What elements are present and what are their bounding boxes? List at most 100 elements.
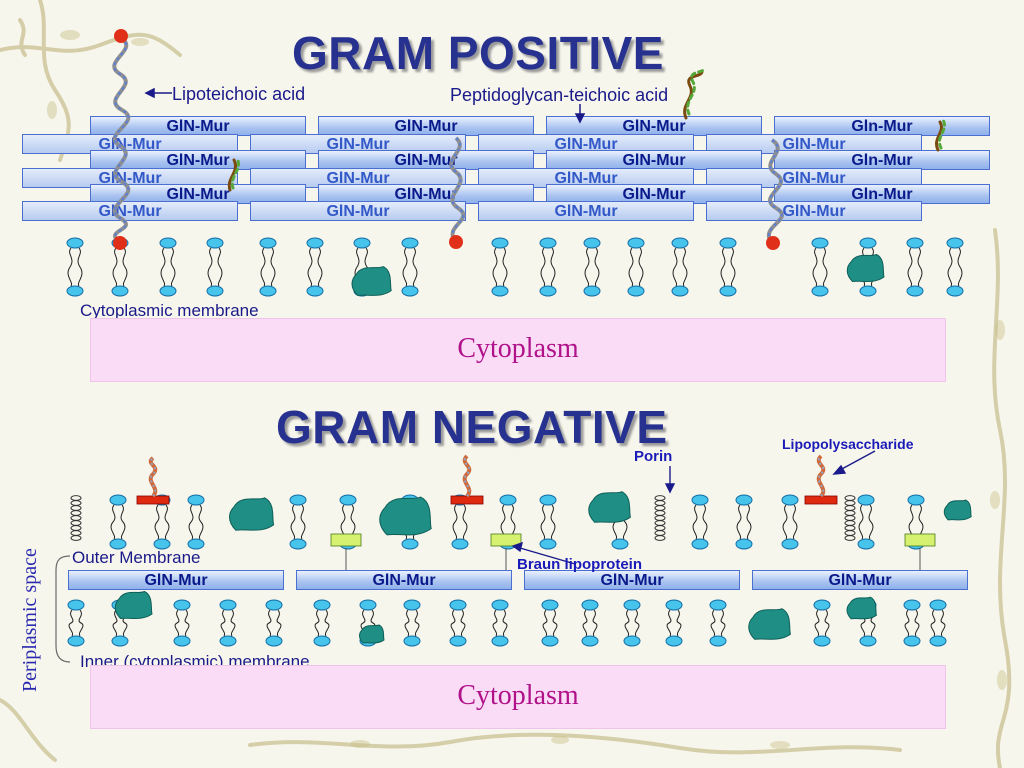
- porin-label: Porin: [634, 448, 673, 465]
- layer-label: GlN-Mur: [394, 152, 458, 169]
- glcnac-murnac-layer: GlN-Mur: [706, 168, 922, 188]
- glcnac-murnac-layer: GlN-Mur: [250, 168, 466, 188]
- phospholipid-icon: [583, 237, 601, 297]
- porin-icon: [654, 495, 666, 541]
- phospholipid-icon: [109, 494, 127, 550]
- peptidoglycan-teichoic-acid-label: Peptidoglycan-teichoic acid: [450, 85, 669, 105]
- layer-label: GlN-Mur: [326, 203, 390, 220]
- glcnac-murnac-layer: GlN-Mur: [318, 116, 534, 136]
- lps-chain-icon: [148, 456, 158, 498]
- phospholipid-icon: [67, 599, 85, 647]
- phospholipid-icon: [719, 237, 737, 297]
- phospholipid-icon: [401, 237, 419, 297]
- phospholipid-icon: [671, 237, 689, 297]
- phospholipid-icon: [539, 494, 557, 550]
- phospholipid-icon: [187, 494, 205, 550]
- layer-label: GlN-Mur: [326, 170, 390, 187]
- phospholipid-icon: [491, 237, 509, 297]
- layer-label: GlN-Mur: [394, 118, 458, 135]
- layer-label: GlN-Mur: [372, 572, 436, 589]
- layer-label: GlN-Mur: [600, 572, 664, 589]
- braun-arrow-icon: [511, 541, 523, 553]
- lps-chain-icon: [816, 454, 826, 498]
- lipoteichoic-acid-label: Lipoteichoic acid: [172, 84, 306, 104]
- layer-label: GlN-Mur: [326, 136, 390, 153]
- gram-positive-membrane-art: [66, 237, 964, 297]
- phospholipid-icon: [581, 599, 599, 647]
- membrane-protein-icon: [229, 497, 275, 531]
- gram-positive-title: GRAM POSITIVE: [292, 27, 664, 79]
- phospholipid-icon: [313, 599, 331, 647]
- membrane-protein-icon: [846, 253, 885, 283]
- phospholipid-icon: [206, 237, 224, 297]
- cytoplasm-label: Cytoplasm: [457, 333, 579, 364]
- layer-label: GlN-Mur: [622, 186, 686, 203]
- phospholipid-icon: [66, 237, 84, 297]
- lipopolysaccharide-label: Lipopolysaccharide: [782, 436, 914, 452]
- layer-label: Gln-Mur: [851, 152, 913, 169]
- phospholipid-icon: [906, 237, 924, 297]
- membrane-protein-icon: [748, 608, 791, 640]
- glcnac-murnac-layer: GlN-Mur: [478, 201, 694, 221]
- phospholipid-icon: [306, 237, 324, 297]
- phospholipid-icon: [665, 599, 683, 647]
- lps-lipid-a-icon: [804, 495, 838, 505]
- layer-label: Gln-Mur: [851, 186, 913, 203]
- porin-icon: [70, 495, 82, 541]
- braun-lipoprotein-icon: [904, 533, 936, 547]
- glcnac-murnac-layer: GlN-Mur: [752, 570, 968, 590]
- layer-label: GlN-Mur: [394, 186, 458, 203]
- gram-positive-chains: [112, 29, 946, 250]
- phospholipid-icon: [449, 599, 467, 647]
- phospholipid-icon: [859, 237, 877, 297]
- glcnac-murnac-layer: GlN-Mur: [706, 134, 922, 154]
- lps-lipid-a-icon: [136, 495, 170, 505]
- phospholipid-icon: [811, 237, 829, 297]
- porin-arrow-icon: [664, 483, 676, 494]
- layer-label: GlN-Mur: [782, 136, 846, 153]
- phospholipid-icon: [946, 237, 964, 297]
- gram-negative-title: GRAM NEGATIVE: [276, 401, 668, 453]
- glcnac-murnac-layer: GlN-Mur: [546, 116, 762, 136]
- layer-label: Gln-Mur: [851, 118, 913, 135]
- braun-lipoprotein-label: Braun lipoprotein: [517, 556, 642, 573]
- phospholipid-icon: [259, 237, 277, 297]
- lipoteichoic-head-icon: [114, 29, 128, 43]
- glcnac-murnac-layer: GlN-Mur: [706, 201, 922, 221]
- glcnac-murnac-layer: GlN-Mur: [478, 134, 694, 154]
- phospholipid-icon: [491, 599, 509, 647]
- phospholipid-icon: [929, 599, 947, 647]
- gram-negative-cytoplasm: Cytoplasm: [90, 665, 946, 729]
- porin-icon: [844, 495, 856, 541]
- layer-label: GlN-Mur: [166, 152, 230, 169]
- membrane-protein-icon: [846, 596, 877, 620]
- layer-label: GlN-Mur: [554, 203, 618, 220]
- phospholipid-icon: [219, 599, 237, 647]
- periplasmic-space-label: Periplasmic space: [19, 548, 41, 692]
- cytoplasm-label: Cytoplasm: [457, 680, 579, 711]
- membrane-protein-icon: [359, 624, 385, 644]
- layer-label: GlN-Mur: [166, 118, 230, 135]
- layer-label: GlN-Mur: [622, 118, 686, 135]
- layer-label: GlN-Mur: [622, 152, 686, 169]
- periplasmic-space-label-box: Periplasmic space: [19, 548, 41, 692]
- cytoplasmic-membrane-label: Cytoplasmic membrane: [80, 301, 259, 320]
- braun-lipoprotein-icon: [330, 533, 362, 547]
- phospholipid-icon: [813, 599, 831, 647]
- phospholipid-icon: [857, 494, 875, 550]
- phospholipid-icon: [735, 494, 753, 550]
- phospholipid-icon: [173, 599, 191, 647]
- membrane-protein-icon: [588, 491, 631, 523]
- lps-arrow-icon: [832, 464, 847, 475]
- layer-label: GlN-Mur: [782, 170, 846, 187]
- glcnac-murnac-layer: GlN-Mur: [250, 201, 466, 221]
- glcnac-murnac-layer: GlN-Mur: [524, 570, 740, 590]
- glcnac-murnac-layer: GlN-Mur: [250, 134, 466, 154]
- phospholipid-icon: [541, 599, 559, 647]
- phospholipid-icon: [627, 237, 645, 297]
- phospholipid-icon: [691, 494, 709, 550]
- glcnac-murnac-layer: Gln-Mur: [774, 116, 990, 136]
